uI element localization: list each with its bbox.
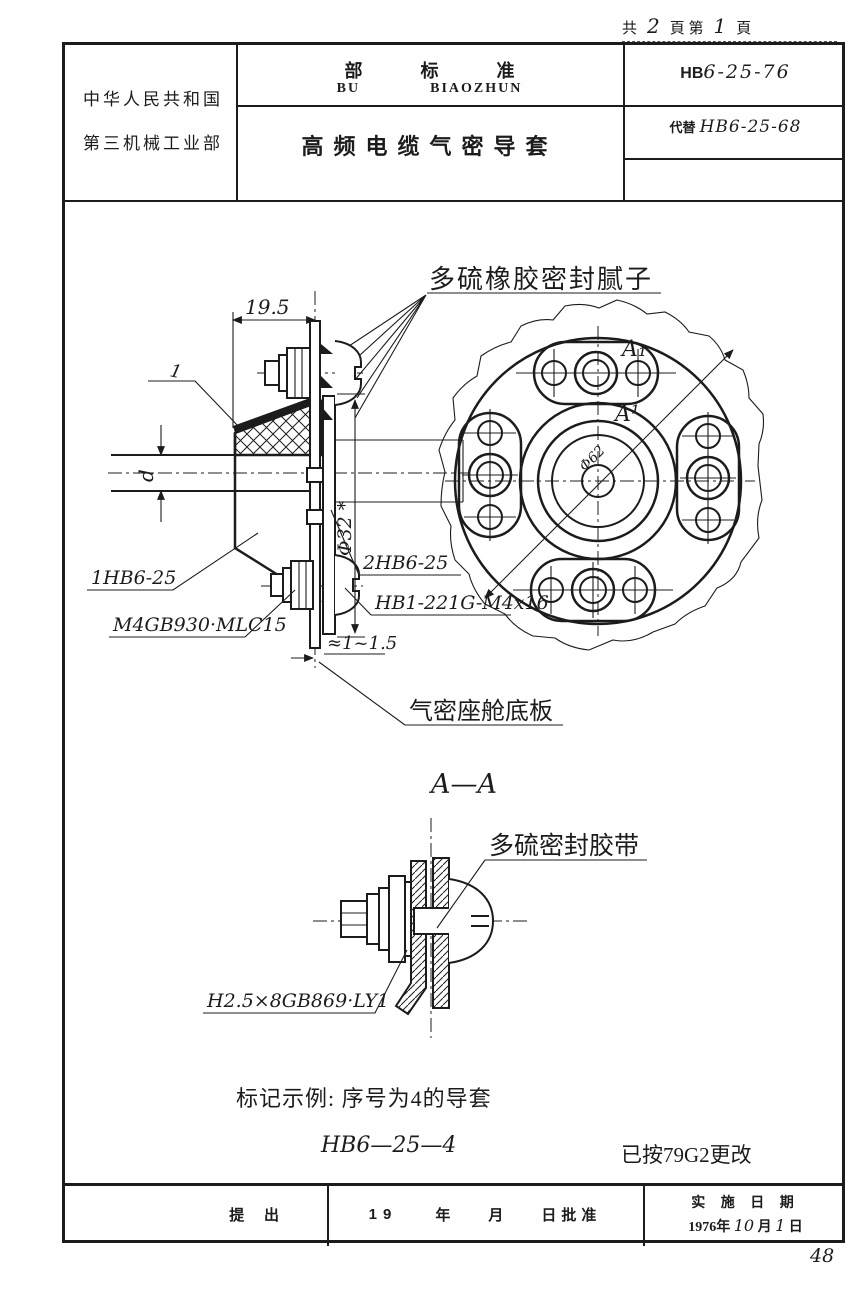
- dim-gap-label: ≈1~1.5: [327, 633, 397, 654]
- footer-impl-label: 实 施 日 期: [691, 1196, 800, 1211]
- page-counter-total-label: 共: [622, 21, 638, 37]
- footer-impl-month-num: 10: [733, 1216, 755, 1235]
- standard-type-cn: 部 标 准: [236, 57, 623, 83]
- section-mark-bottom: A¹: [613, 402, 640, 427]
- footer-approve-day: 日批准: [541, 1208, 602, 1224]
- standard-code-prefix: HB: [680, 65, 704, 82]
- header-bottom-rule: [65, 200, 842, 202]
- header-col3-rule1: [623, 105, 842, 107]
- notes: 标记示例: 序号为4的导套 HB6—25—4 已按79G2更改: [236, 1086, 752, 1167]
- header-col2-rule: [236, 105, 623, 107]
- standard-code-number: 6-25-76: [703, 61, 791, 83]
- note-revision: 已按79G2更改: [621, 1143, 752, 1167]
- standard-type-cn-3: 准: [496, 61, 515, 81]
- section-a-a-view: 多硫密封胶带 H2.5×8GB869·LY1: [203, 818, 647, 1038]
- issuer-country: 中华人民共和国: [83, 90, 223, 109]
- footer-impl-day-num: 1: [775, 1216, 786, 1235]
- replaced-standard-code: HB6-25-68: [699, 117, 802, 137]
- page-number: 48: [810, 1245, 835, 1267]
- footer-impl-day: 日: [788, 1220, 803, 1235]
- standard-type-cn-1: 部: [344, 61, 363, 81]
- page-counter-middle-label: 頁 第: [669, 21, 704, 37]
- footer-approve-cell: 19 年 月 日批准: [327, 1183, 643, 1246]
- footer-submit-cell: 提 出: [65, 1183, 327, 1246]
- page-counter-total-value: 2: [647, 14, 660, 38]
- putty-callout-label: 多硫橡胶密封腻子: [429, 265, 653, 294]
- footer-submit-label: 提 出: [229, 1208, 287, 1224]
- technical-drawing: 多硫橡胶密封腻子: [87, 265, 765, 1167]
- note-example-label: 标记示例: 序号为4的导套: [236, 1086, 492, 1111]
- standard-type-cn-2: 标: [420, 61, 439, 81]
- dim-cable-dia-label: d: [134, 469, 158, 482]
- header-col3-rule2: [623, 158, 842, 160]
- footer-implementation-cell: 实 施 日 期 1976年 10 月 1 日: [643, 1183, 848, 1246]
- label-base-plate: 气密座舱底板: [409, 698, 553, 725]
- footer-divider-1: [327, 1183, 329, 1246]
- footer-approve-month: 月: [488, 1208, 504, 1224]
- standard-code: HB6-25-76: [623, 61, 848, 83]
- note-example-code: HB6—25—4: [320, 1133, 456, 1158]
- footer-divider-2: [643, 1183, 645, 1246]
- section-title: A—A: [428, 769, 497, 800]
- standard-type-pinyin-bu: BU: [336, 81, 361, 96]
- dim-bolt-circle-label: Φ62: [577, 443, 609, 475]
- left-section-view: [108, 291, 468, 668]
- header-divider-col2: [623, 45, 625, 200]
- footer-approve-num: 19: [368, 1206, 398, 1223]
- standard-type-pinyin-biaozhun: BIAOZHUN: [430, 81, 523, 96]
- issuer-ministry: 第三机械工业部: [83, 134, 223, 153]
- page-counter-page-label: 頁: [736, 21, 752, 37]
- putty-callout-group: 多硫橡胶密封腻子: [342, 265, 661, 419]
- label-part1: 1HB6-25: [91, 567, 176, 589]
- standard-type-pinyin: BU BIAOZHUN: [236, 81, 623, 97]
- page-counter-page-value: 1: [713, 14, 727, 38]
- page-counter: 共 2 頁 第 1 頁: [622, 14, 837, 42]
- part-tick-label: 1: [168, 360, 184, 383]
- footer-impl-year: 年: [716, 1220, 731, 1235]
- replaced-standard-label: 代替: [669, 120, 696, 135]
- footer-approve-year: 年: [435, 1208, 451, 1224]
- footer-impl-year-num: 1976: [688, 1220, 717, 1235]
- label-screw: M4GB930·MLC15: [112, 614, 287, 636]
- replaced-standard: 代替 HB6-25-68: [623, 117, 848, 137]
- label-rivet: H2.5×8GB869·LY1: [206, 990, 389, 1012]
- dim-flange-dia-label: Φ32 *: [334, 500, 356, 556]
- footer-top-rule: [65, 1183, 842, 1186]
- label-part2: 2HB6-25: [362, 552, 448, 574]
- label-tape: 多硫密封胶带: [489, 832, 639, 860]
- section-mark-top: A₁: [620, 337, 647, 362]
- header-divider-col1: [236, 45, 238, 200]
- sheet-frame: 中华人民共和国 第三机械工业部 部 标 准 BU BIAOZHUN 高频电缆气密…: [62, 42, 848, 1246]
- footer-impl-month: 月: [757, 1220, 772, 1235]
- document-title: 高频电缆气密导套: [301, 134, 558, 159]
- dim-width-label: 19.5: [245, 295, 290, 319]
- footer-impl-date: 1976年 10 月 1 日: [643, 1216, 848, 1236]
- left-view-dimensions: 19.5 d Φ32 * 1: [134, 295, 365, 638]
